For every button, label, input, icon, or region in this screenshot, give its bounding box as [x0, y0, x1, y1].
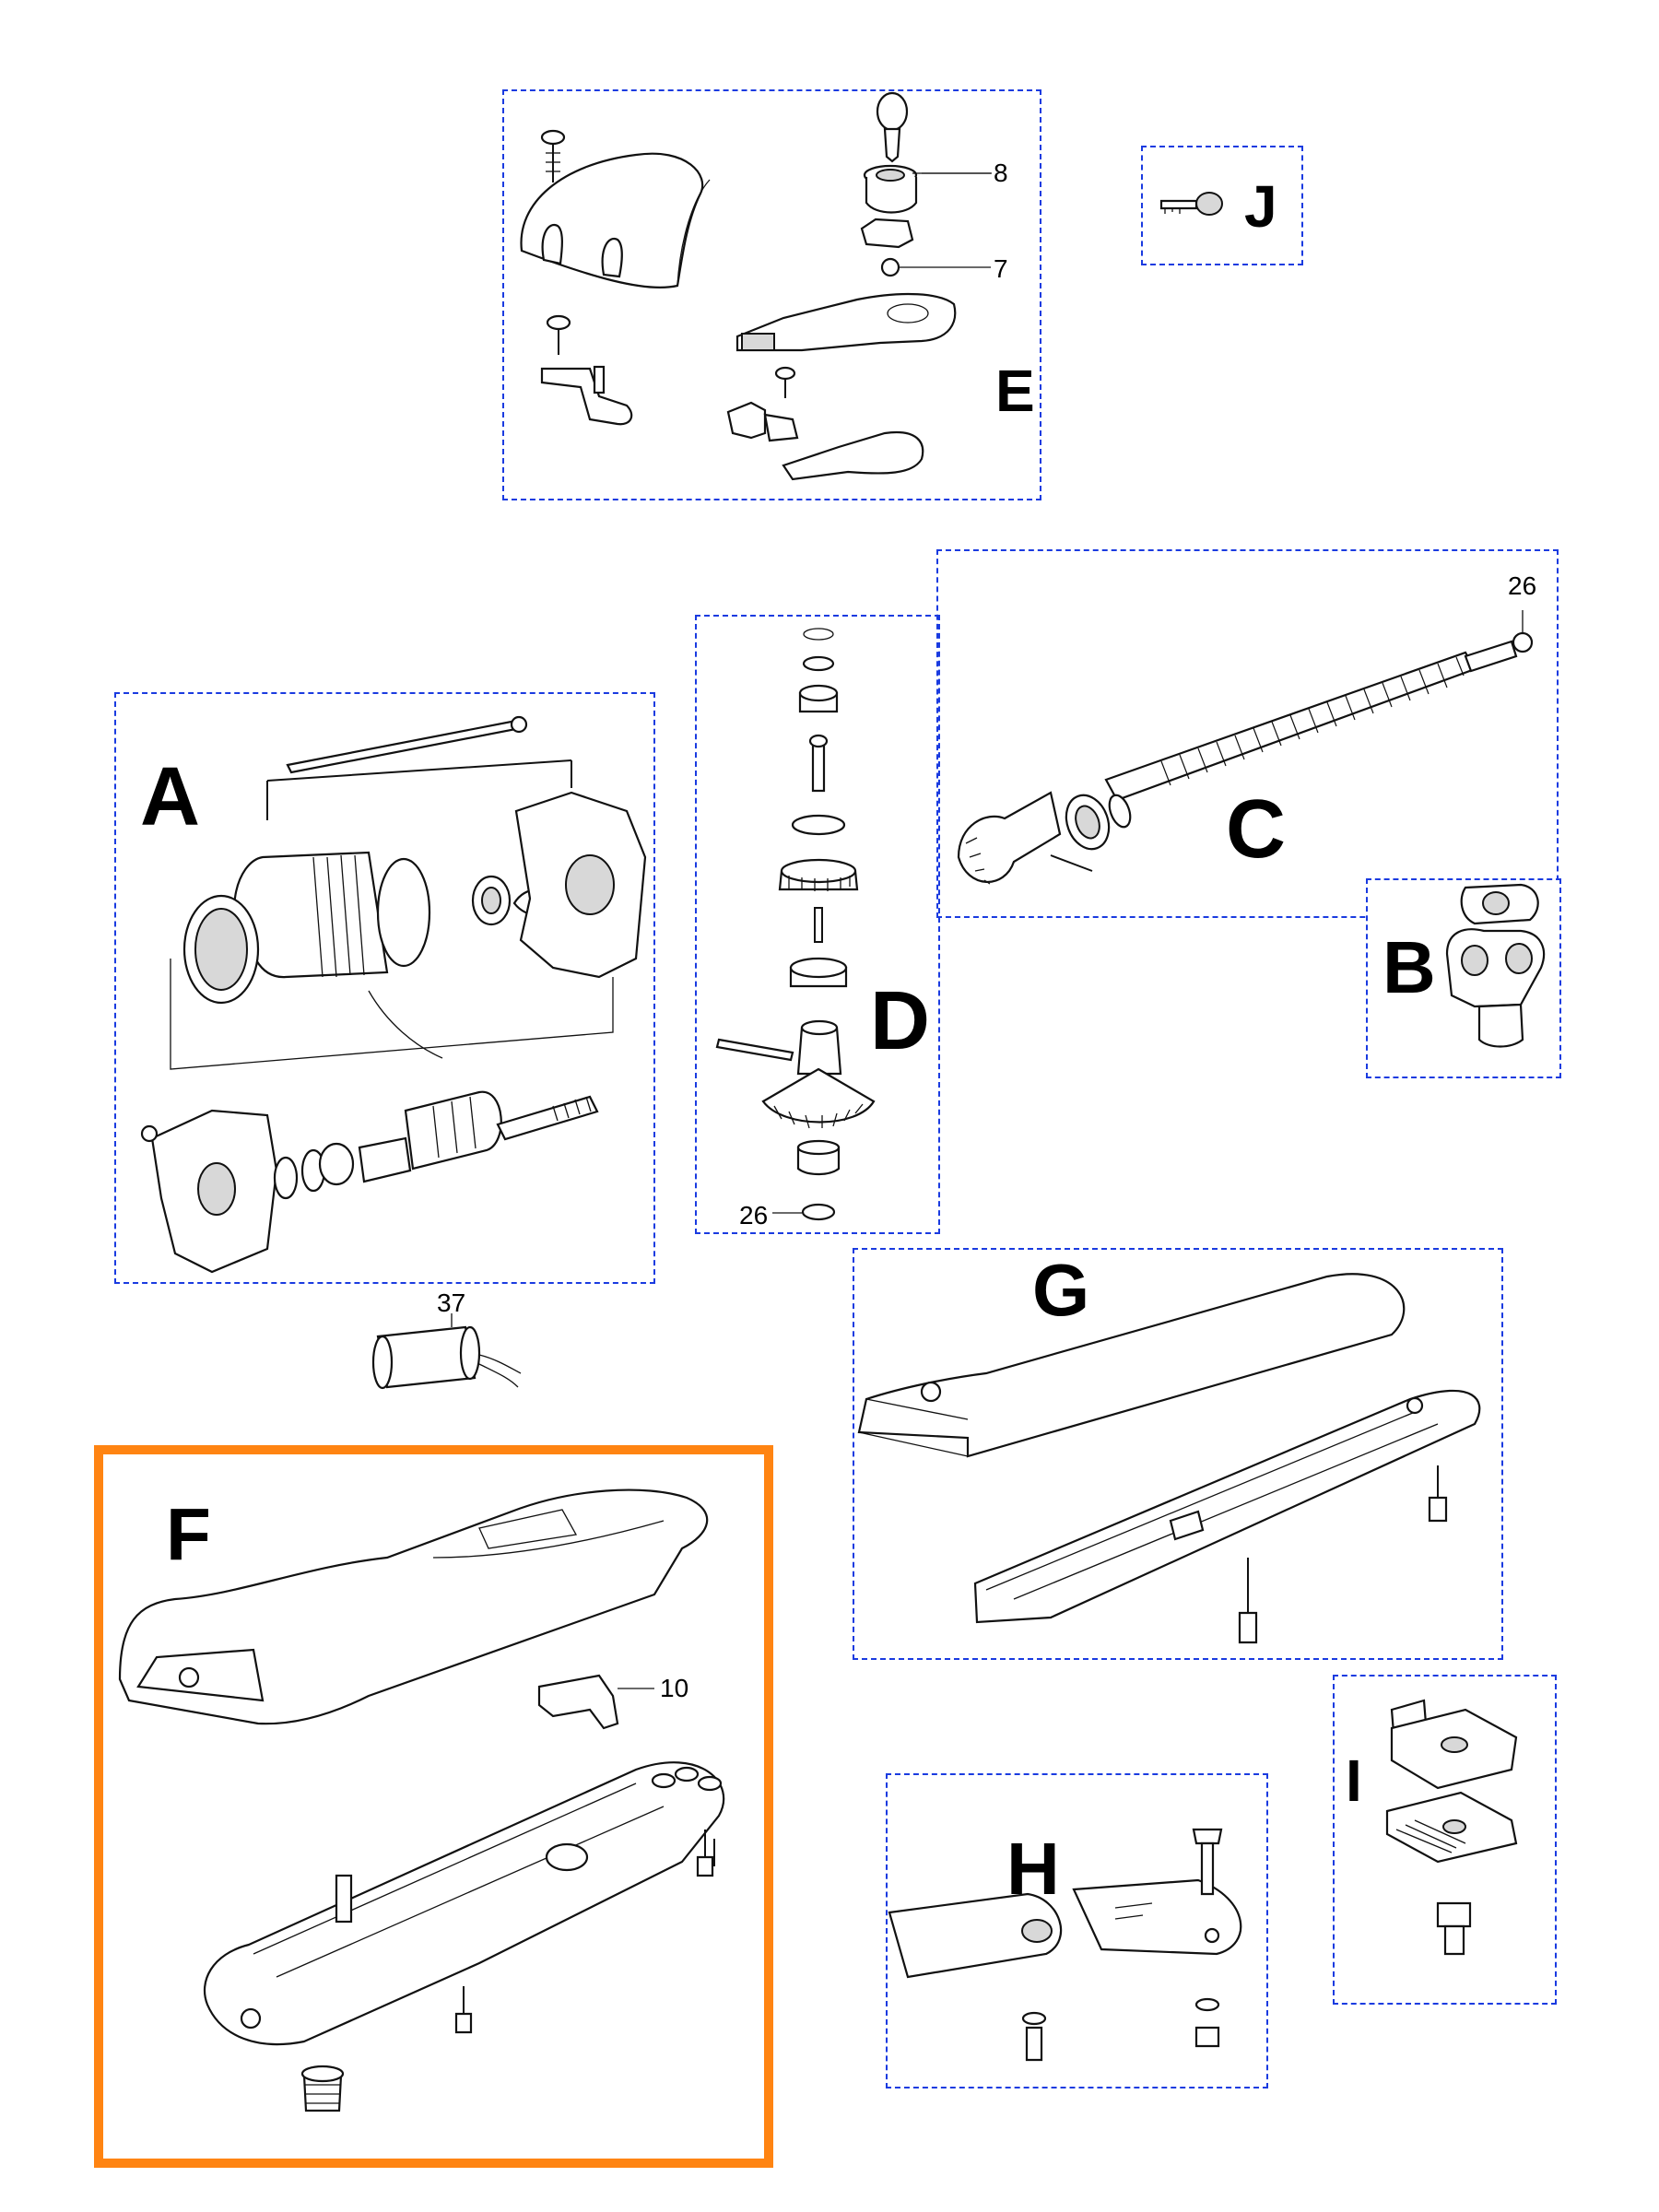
screw-icon: [540, 129, 566, 182]
group-c-box: [936, 549, 1559, 918]
logo-plate-icon: [1072, 1878, 1242, 1956]
group-g-box: [853, 1248, 1503, 1660]
lock-cylinder-icon: [863, 164, 918, 214]
group-h-box: [886, 1773, 1268, 2088]
pivot-bracket-icon: [1445, 883, 1546, 1048]
callout-8: 8: [994, 159, 1008, 187]
group-label-i: I: [1346, 1747, 1362, 1814]
screw-icon: [696, 1830, 714, 1877]
callout-26-d: 26: [739, 1201, 769, 1230]
screw-icon: [1428, 1465, 1448, 1523]
lever-plate-icon: [888, 1892, 1063, 1979]
screw-icon: [546, 314, 571, 355]
small-screw-icon: [880, 257, 991, 277]
group-i-box: [1333, 1675, 1557, 2005]
lock-insert-icon: [860, 218, 914, 249]
group-d-box: [695, 615, 940, 1234]
group-label-h: H: [1006, 1828, 1060, 1910]
group-label-d: D: [870, 975, 930, 1067]
operator-cover-icon: [118, 1488, 709, 1725]
bevel-gear-icon: [957, 791, 1062, 885]
rail-cover-icon: [857, 1273, 1406, 1458]
group-label-g: G: [1032, 1249, 1090, 1331]
capacitor-icon: [371, 1313, 522, 1390]
lever-clip-icon: [726, 401, 767, 440]
rail-clamp-icon: [1385, 1699, 1518, 1956]
bolt-icon: [1192, 1828, 1223, 1896]
group-label-a: A: [140, 751, 200, 843]
key-icon: [1159, 192, 1223, 216]
group-label-e: E: [995, 358, 1035, 424]
group-j-box: [1141, 146, 1303, 265]
group-label-c: C: [1226, 783, 1286, 876]
callout-7: 7: [994, 254, 1008, 283]
key-icon: [876, 91, 909, 163]
group-label-j: J: [1244, 173, 1277, 240]
cable-gland-icon: [300, 2065, 345, 2112]
group-label-f: F: [166, 1493, 211, 1575]
rail-base-icon: [973, 1389, 1481, 1624]
lower-lever-icon: [782, 430, 924, 481]
callout-26-c: 26: [1508, 571, 1537, 600]
screw-icon: [454, 1986, 473, 2034]
operator-base-icon: [203, 1761, 725, 2046]
callout-10: 10: [660, 1674, 689, 1702]
release-lever-icon: [735, 292, 957, 352]
gear-stack-icon: [715, 628, 876, 1221]
group-f-highlight-box: [94, 1445, 773, 2168]
bracket-icon: [540, 367, 633, 426]
screw-icon: [774, 366, 796, 398]
clip-10-icon: [537, 1674, 619, 1730]
motor-assembly-icon: [140, 715, 647, 1274]
group-e-box: [502, 89, 1041, 500]
callout-37: 37: [437, 1288, 466, 1317]
group-e-parts: [520, 91, 991, 481]
worm-screw-icon: [1104, 610, 1534, 802]
group-label-b: B: [1382, 926, 1436, 1008]
washer-nut-icon: [1021, 1997, 1220, 2062]
screw-icon: [1238, 1558, 1258, 1644]
bearing-icon: [1065, 794, 1132, 851]
group-a-box: [114, 692, 655, 1284]
